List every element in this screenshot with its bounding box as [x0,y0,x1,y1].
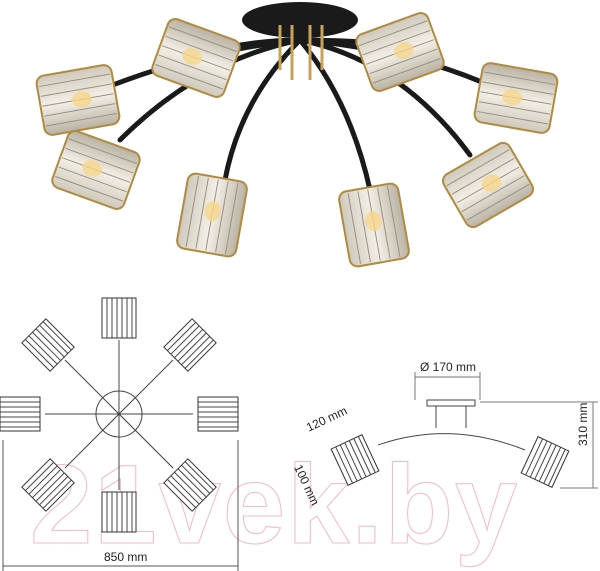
top-view-drawing [45,340,193,490]
side-view-drawing [377,399,526,451]
glass-shades [34,9,560,269]
width-label: 850 mm [104,550,148,564]
base-diameter-label: Ø 170 mm [420,360,477,374]
ceiling-base [242,2,358,38]
width-dimension-line [2,440,239,571]
technical-drawing [0,297,598,571]
product-photo [34,2,560,269]
height-label: 310 mm [576,402,590,446]
side-dimension-lines [414,372,598,489]
